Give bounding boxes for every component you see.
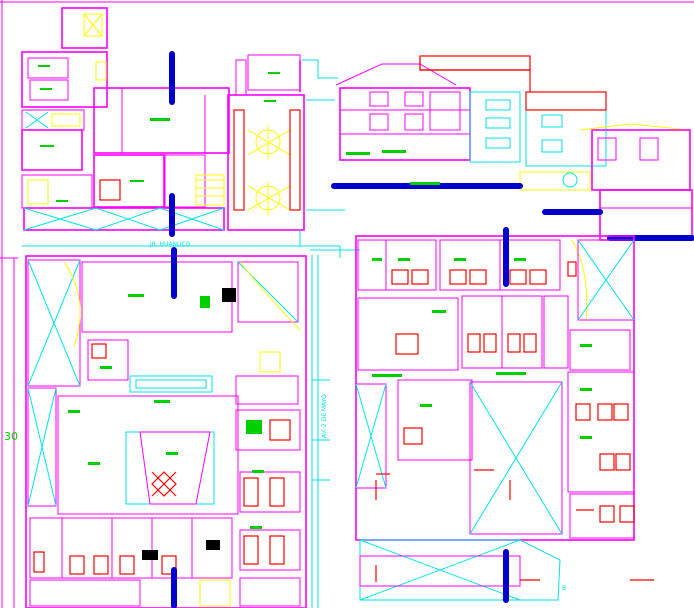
lobby-diamond: [151, 471, 177, 497]
street-label-top: JR. HUANUCO: [149, 241, 191, 248]
site-boundary-lines: [22, 59, 360, 608]
section-axis-markers: [169, 51, 509, 608]
lobby-star-lower: [247, 182, 291, 216]
floor-plan-lower-right: [355, 235, 654, 601]
floor-plan-lower-left: [25, 255, 307, 608]
egress-arrows: [375, 469, 654, 582]
building-elevation: [331, 55, 694, 241]
street-label-side: AV. 2 DE MAYO: [321, 394, 328, 438]
dimension-label: 30: [4, 430, 18, 443]
corner-mark: B: [562, 585, 566, 592]
floor-plan-upper-left: [21, 7, 305, 231]
lobby-star-upper: [247, 125, 291, 160]
